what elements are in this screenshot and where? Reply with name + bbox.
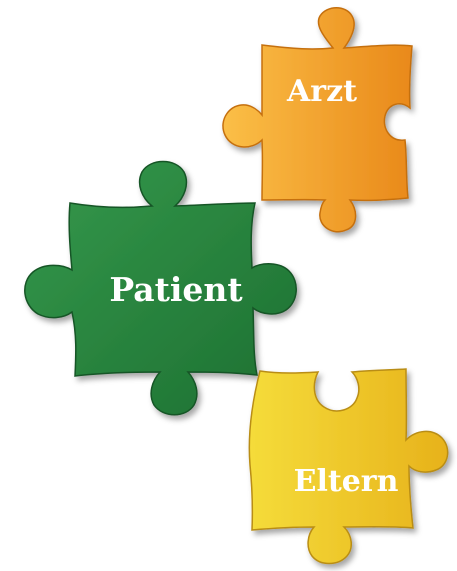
piece-label-eltern: Eltern <box>294 464 399 499</box>
piece-label-arzt: Arzt <box>286 74 357 109</box>
puzzle-piece-arzt: Arzt <box>222 7 413 233</box>
puzzle-piece-arzt-shape <box>222 7 413 233</box>
puzzle-piece-patient: Patient <box>24 160 297 416</box>
puzzle-piece-patient-shape <box>24 160 297 416</box>
piece-label-patient: Patient <box>109 270 243 309</box>
puzzle-piece-eltern: Eltern <box>248 368 449 565</box>
puzzle-piece-eltern-shape <box>248 368 449 565</box>
